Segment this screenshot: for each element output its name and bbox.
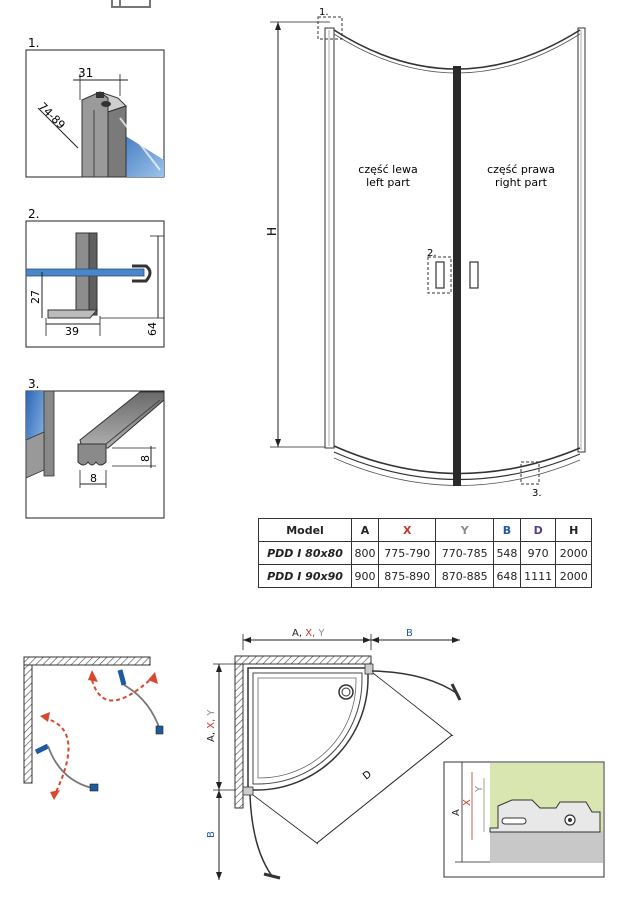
detail-2-dim-total: 64 — [146, 322, 159, 336]
plan-top-y: Y — [317, 628, 325, 639]
plan-top-a: A, — [292, 628, 305, 639]
cell-h: 2000 — [555, 564, 592, 588]
header-y: Y — [435, 518, 494, 542]
plan-top-axy-label: A, X, Y — [292, 628, 325, 639]
cell-b: 548 — [492, 541, 521, 565]
plan-left-x: X, — [206, 716, 217, 729]
cell-d: 1111 — [519, 564, 557, 588]
cell-x: 775-790 — [377, 541, 437, 565]
detail-3: 3. 8 8 — [25, 377, 165, 519]
header-h: H — [555, 518, 592, 542]
left-part-label-en: left part — [366, 176, 411, 189]
detail-3-dim-width: 8 — [90, 472, 97, 485]
detail-2: 2. 27 39 64 — [25, 207, 165, 348]
cell-y: 770-785 — [435, 541, 494, 565]
top-cropped-icon — [111, 0, 151, 8]
section-label-x: X — [462, 799, 473, 806]
front-view: H 1. 2. 3. część lewa left part część pr… — [265, 7, 586, 499]
header-d: D — [519, 518, 557, 542]
cell-a: 900 — [351, 564, 379, 588]
detail-2-number: 2. — [28, 207, 39, 221]
cell-a: 800 — [351, 541, 379, 565]
plan-top-x: X, — [305, 628, 318, 639]
spec-table: Model A X Y B D H PDD I 80x80 800 775-79… — [258, 518, 592, 588]
callout-3: 3. — [532, 488, 542, 499]
table-row: PDD I 80x80 800 775-790 770-785 548 970 … — [258, 541, 592, 565]
section-label-a: A — [451, 809, 462, 816]
plan-view: A, X, Y B A, X, Y B D — [206, 628, 462, 880]
front-height-label: H — [265, 227, 279, 236]
plan-left-y: Y — [206, 709, 217, 717]
cell-y: 870-885 — [435, 564, 494, 588]
door-swing-diagram — [23, 656, 164, 800]
detail-2-dim-height: 27 — [29, 290, 42, 304]
detail-3-number: 3. — [28, 377, 39, 391]
header-x: X — [377, 518, 437, 542]
section-label-y: Y — [474, 785, 485, 793]
detail-1-dim-width: 31 — [78, 66, 93, 80]
detail-1: 1. 31 74-89 — [25, 36, 165, 178]
header-b: B — [492, 518, 521, 542]
callout-2: 2. — [427, 248, 437, 259]
cell-h: 2000 — [555, 541, 592, 565]
plan-left-b: B — [206, 831, 217, 838]
spec-table-header-row: Model A X Y B D H — [258, 518, 592, 542]
plan-top-b: B — [406, 628, 413, 639]
header-model: Model — [258, 518, 352, 542]
cell-b: 648 — [492, 564, 521, 588]
detail-3-dim-height: 8 — [139, 455, 152, 462]
cell-model: PDD I 80x80 — [258, 541, 352, 565]
right-part-label-pl: część prawa — [487, 163, 555, 176]
plan-left-axy-label: A, X, Y — [206, 709, 217, 742]
plan-d-label: D — [361, 769, 374, 783]
detail-1-number: 1. — [28, 36, 39, 50]
plan-left-a: A, — [206, 729, 217, 742]
left-part-label-pl: część lewa — [358, 163, 417, 176]
header-a: A — [351, 518, 379, 542]
cell-model: PDD I 90x90 — [258, 564, 352, 588]
right-part-label-en: right part — [495, 176, 548, 189]
cell-x: 875-890 — [377, 564, 437, 588]
cell-d: 970 — [519, 541, 557, 565]
table-row: PDD I 90x90 900 875-890 870-885 648 1111… — [258, 564, 592, 588]
detail-2-dim-width: 39 — [65, 325, 79, 338]
callout-1: 1. — [319, 7, 329, 18]
section-view: A X Y — [443, 761, 605, 878]
